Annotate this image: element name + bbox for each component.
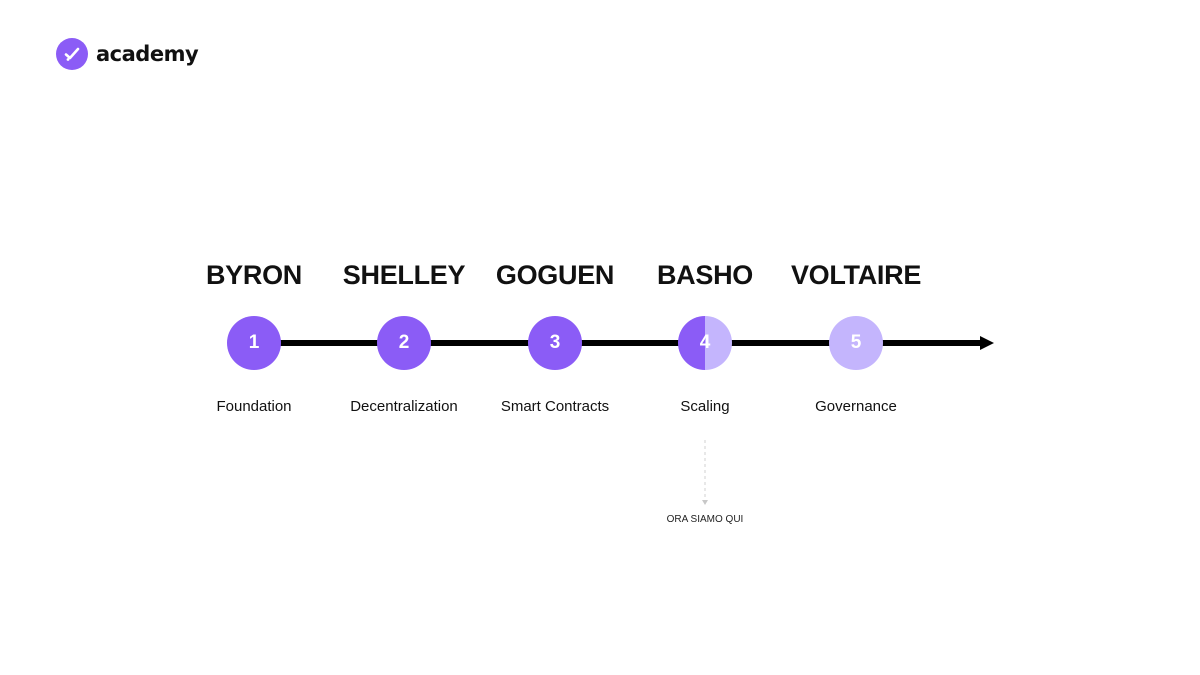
current-marker-arrowhead [702, 500, 708, 505]
phase-number-badge: 3 [528, 316, 582, 370]
phase-number-badge: 2 [377, 316, 431, 370]
phase-description: Foundation [216, 398, 292, 415]
timeline-arrowhead [980, 336, 994, 350]
phase-era-title: BYRON [205, 260, 302, 290]
phase-description: Governance [815, 398, 897, 415]
phase-number-badge: 4 [678, 316, 732, 370]
brand-name: academy [96, 42, 199, 66]
phase-description: Smart Contracts [500, 398, 610, 415]
current-position-label: ORA SIAMO QUI [666, 514, 744, 525]
phase-description: Scaling [680, 398, 730, 415]
phase-era-title: VOLTAIRE [790, 260, 922, 290]
brand-logo: academy [56, 38, 199, 70]
check-icon [56, 38, 88, 70]
phase-description: Decentralization [350, 398, 458, 415]
phase-era-title: BASHO [656, 260, 753, 290]
phase-era-title: SHELLEY [342, 260, 466, 290]
phase-number-badge: 1 [227, 316, 281, 370]
phase-era-title: GOGUEN [495, 260, 615, 290]
phase-number-badge: 5 [829, 316, 883, 370]
